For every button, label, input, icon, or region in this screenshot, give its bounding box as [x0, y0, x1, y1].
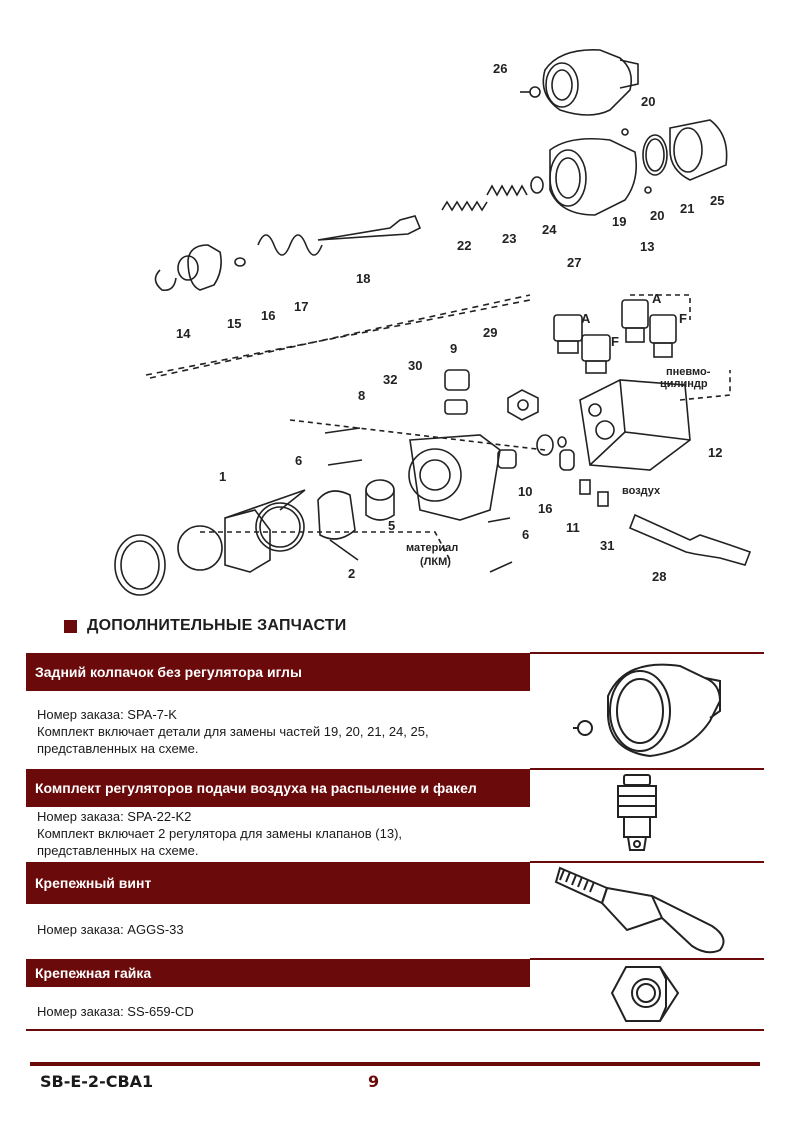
callout-14: 14 — [176, 326, 191, 341]
exploded-parts-diagram: 26 20 25 21 20 19 24 23 22 18 13 27 17 1… — [90, 40, 770, 600]
heading-marker — [64, 619, 77, 633]
row-rule-4 — [530, 958, 764, 960]
part-order-3: Номер заказа: AGGS-33 — [37, 922, 184, 937]
cap-body-19 — [549, 137, 638, 216]
document-code: SB-E-2-CBA1 — [40, 1072, 154, 1091]
part-title-band-3: Крепежный винт — [26, 862, 530, 904]
section-title: ДОПОЛНИТЕЛЬНЫЕ ЗАПЧАСТИ — [87, 617, 347, 634]
callout-19: 19 — [612, 214, 626, 229]
callout-18: 18 — [356, 271, 370, 286]
part-body-4: Номер заказа: SS-659-CD — [37, 1003, 517, 1020]
part-desc-1b: представленных на схеме. — [37, 741, 199, 756]
callout-13: 13 — [640, 239, 654, 254]
part-order-4: Номер заказа: SS-659-CD — [37, 1004, 194, 1019]
part-order-2: Номер заказа: SPA-22-K2 — [37, 809, 192, 824]
callout-A1: A — [581, 311, 591, 326]
row-rule-2 — [530, 768, 764, 770]
section-heading: ДОПОЛНИТЕЛЬНЫЕ ЗАПЧАСТИ — [64, 617, 346, 635]
gun-head-8 — [409, 434, 501, 521]
part-body-2: Номер заказа: SPA-22-K2 Комплект включае… — [37, 808, 517, 859]
callout-17: 17 — [294, 299, 308, 314]
callout-26: 26 — [493, 61, 507, 76]
callout-F1: F — [611, 334, 619, 349]
footer-rule — [30, 1062, 760, 1066]
row-rule-3 — [530, 861, 764, 863]
callout-1: 1 — [219, 469, 226, 484]
page-number: 9 — [368, 1072, 380, 1091]
mounting-nut-image — [608, 963, 683, 1025]
part-desc-2b: представленных на схеме. — [37, 843, 199, 858]
table-bottom-rule — [26, 1029, 764, 1031]
callout-30: 30 — [408, 358, 422, 373]
callout-6a: 6 — [295, 453, 302, 468]
needle-18 — [317, 215, 422, 241]
part-desc-1a: Комплект включает детали для замены част… — [37, 724, 429, 739]
part-body-3: Номер заказа: AGGS-33 — [37, 921, 517, 938]
callout-29: 29 — [483, 325, 497, 340]
mounting-screw-image — [552, 858, 737, 958]
row-rule-1 — [530, 652, 764, 654]
pneumatic-block-12 — [579, 379, 691, 471]
callout-5: 5 — [388, 518, 395, 533]
callout-20b: 20 — [650, 208, 664, 223]
callout-16a: 16 — [261, 308, 275, 323]
part-title-4: Крепежная гайка — [35, 965, 152, 981]
callout-27: 27 — [567, 255, 581, 270]
callout-6b: 6 — [522, 527, 529, 542]
callout-24: 24 — [542, 222, 557, 237]
callout-10: 10 — [518, 484, 532, 499]
callout-2: 2 — [348, 566, 355, 581]
part-title-1: Задний колпачок без регулятора иглы — [35, 664, 302, 680]
part-title-band-4: Крепежная гайка — [26, 959, 530, 987]
part-title-2: Комплект регуляторов подачи воздуха на р… — [35, 780, 477, 796]
part-title-3: Крепежный винт — [35, 875, 152, 891]
part-body-1: Номер заказа: SPA-7-K Комплект включает … — [37, 706, 517, 757]
material-label-2: (ЛКМ) — [420, 556, 451, 568]
callout-28: 28 — [652, 569, 666, 584]
part-desc-2a: Комплект включает 2 регулятора для замен… — [37, 826, 403, 841]
callout-15: 15 — [227, 316, 241, 331]
part-order-1: Номер заказа: SPA-7-K — [37, 707, 177, 722]
callout-F2: F — [679, 311, 687, 326]
regulator-image — [610, 772, 665, 858]
callout-31: 31 — [600, 538, 614, 553]
callout-20a: 20 — [641, 94, 655, 109]
mounting-screw-28 — [628, 513, 752, 566]
callout-16b: 16 — [538, 501, 552, 516]
pneumo-label-2: цилиндр — [660, 378, 708, 390]
callout-12: 12 — [708, 445, 722, 460]
pneumo-label-1: пневмо- — [666, 366, 711, 378]
callout-25: 25 — [710, 193, 724, 208]
air-label: воздух — [622, 485, 661, 497]
material-label-1: материал — [406, 542, 458, 554]
callout-21: 21 — [680, 201, 694, 216]
callout-23: 23 — [502, 231, 516, 246]
callout-8: 8 — [358, 388, 365, 403]
rear-cap-image — [570, 656, 740, 766]
part-title-band-2: Комплект регуляторов подачи воздуха на р… — [26, 769, 530, 807]
part-title-band-1: Задний колпачок без регулятора иглы — [26, 653, 530, 691]
callout-A2: A — [652, 291, 662, 306]
callout-11: 11 — [566, 520, 580, 535]
callout-22: 22 — [457, 238, 471, 253]
callout-32: 32 — [383, 372, 397, 387]
callout-9: 9 — [450, 341, 457, 356]
